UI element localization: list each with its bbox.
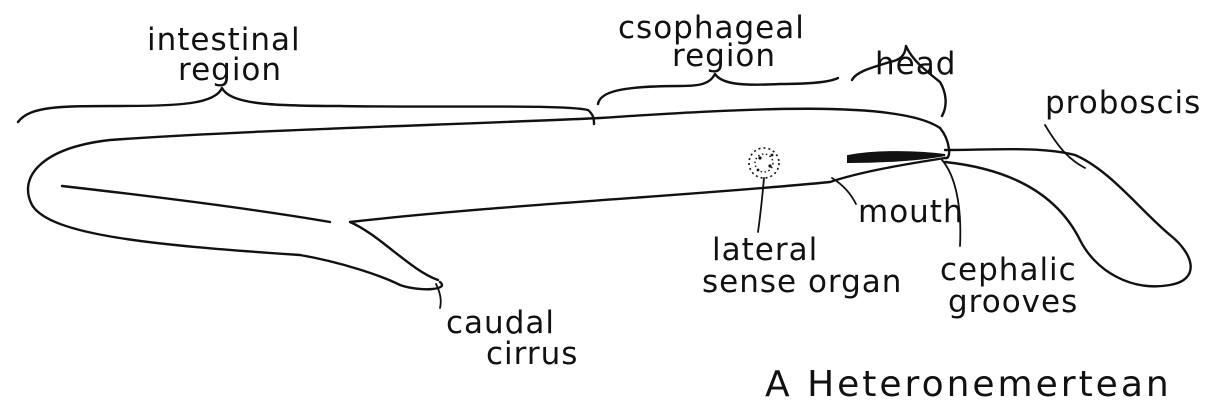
esophageal-region-brace [598,74,838,104]
intestinal-region-brace [18,88,594,124]
lateral-sense-organ-leader-line [758,178,764,232]
intestinal-label-line2: region [178,52,282,88]
proboscis-label: proboscis [1045,85,1201,121]
lateral-sense-organ-label-line2: sense organ [702,264,902,300]
worm-ventral-line [62,186,330,222]
mouth-leader-line [832,178,856,204]
proboscis-leader-line [1045,125,1085,168]
diagram-title: A Heteronemertean [765,364,1172,405]
mouth-label: mouth [858,194,964,230]
worm-body-lower-edge [350,158,945,280]
esophageal-label-line2: region [672,38,776,74]
lateral-sense-organ-label-line1: lateral [712,232,818,268]
caudal-cirrus-label-line2: cirrus [486,336,578,372]
cephalic-grooves-label-line2: grooves [948,284,1078,320]
lateral-sense-organ-marker [749,148,779,178]
cephalic-grooves-label-line1: cephalic [940,252,1077,288]
head-label: head [875,46,956,82]
